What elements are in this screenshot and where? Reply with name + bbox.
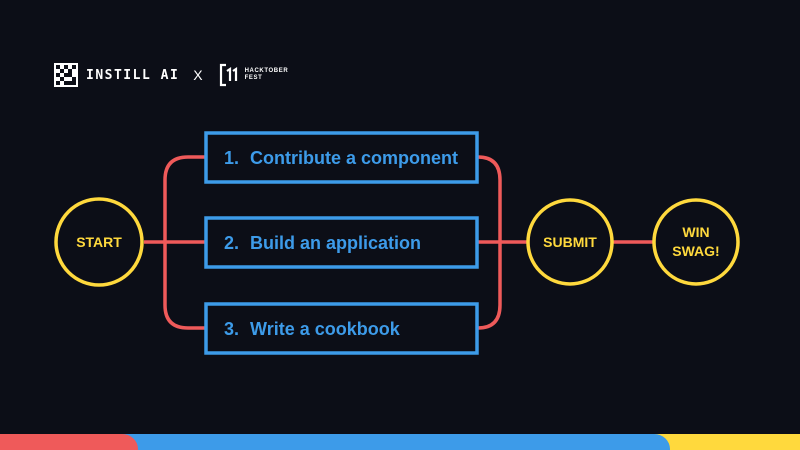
- brand-name: INSTILL AI: [86, 67, 180, 83]
- partner-name-line2: FEST: [244, 75, 263, 81]
- partner-name: HACKTOBER FEST: [245, 68, 289, 82]
- step-1-text: Contribute a component: [250, 148, 458, 168]
- step-3-text: Write a cookbook: [250, 319, 401, 339]
- submit-label: SUBMIT: [543, 234, 597, 250]
- win-label-line2: SWAG!: [672, 243, 719, 259]
- start-label: START: [76, 234, 122, 250]
- collab-separator: X: [193, 67, 203, 83]
- connectors: [144, 155, 654, 330]
- instill-ai-logo-icon: [54, 63, 78, 87]
- win-circle: [652, 198, 740, 286]
- step-2-text: Build an application: [250, 233, 421, 253]
- step-box-2-frame: [204, 216, 479, 269]
- step-2-number: 2.: [224, 233, 239, 253]
- bottom-bar-blue: [90, 434, 670, 450]
- bottom-color-bar: [0, 434, 800, 450]
- win-label-line1: WIN: [682, 224, 709, 240]
- header: INSTILL AI X HACKTOBER FEST: [54, 62, 289, 88]
- step-3-number: 3.: [224, 319, 239, 339]
- step-box-2: 2. Build an application: [204, 216, 479, 269]
- step-2-label: 2. Build an application: [224, 233, 421, 253]
- partner-name-line1: HACKTOBER: [244, 68, 289, 74]
- step-box-1-frame: [204, 131, 479, 184]
- step-3-label: 3. Write a cookbook: [224, 319, 401, 339]
- start-node: START: [54, 197, 144, 287]
- hacktoberfest-logo-icon: [219, 63, 237, 87]
- win-node: WIN SWAG!: [652, 198, 740, 286]
- bottom-bar-red: [0, 434, 138, 450]
- step-box-3: 3. Write a cookbook: [204, 302, 479, 355]
- step-1-number: 1.: [224, 148, 239, 168]
- step-box-3-frame: [204, 302, 479, 355]
- step-1-label: 1. Contribute a component: [224, 148, 458, 168]
- submit-node: SUBMIT: [526, 198, 614, 286]
- submit-circle: [526, 198, 614, 286]
- start-circle: [54, 197, 144, 287]
- step-box-1: 1. Contribute a component: [204, 131, 479, 184]
